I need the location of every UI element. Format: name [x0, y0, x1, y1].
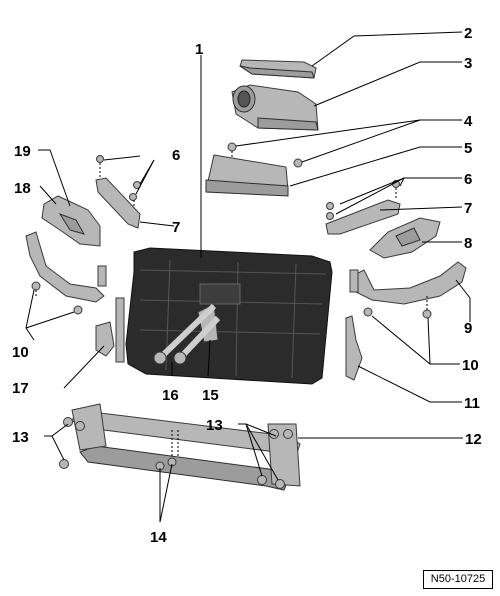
callout-7-right: 7 — [464, 200, 472, 217]
callout-5: 5 — [464, 140, 472, 157]
callout-16: 16 — [162, 387, 179, 404]
part-17-left-bracket — [95, 297, 125, 363]
part-9-right-lateral-guide — [349, 261, 467, 305]
callout-18: 18 — [14, 180, 31, 197]
callout-2: 2 — [464, 25, 472, 42]
part-4-screws — [227, 142, 303, 168]
part-13-screws — [59, 417, 293, 489]
callout-14: 14 — [150, 529, 167, 546]
figure-reference-number: N50-10725 — [423, 570, 493, 589]
callout-10-left: 10 — [12, 344, 29, 361]
callout-4: 4 — [464, 113, 473, 130]
part-11-right-bracket — [345, 315, 363, 381]
callout-10-right: 10 — [462, 357, 479, 374]
callout-3: 3 — [464, 55, 472, 72]
callout-15: 15 — [202, 387, 219, 404]
callout-17: 17 — [12, 380, 29, 397]
leader-lines — [25, 31, 471, 523]
part-3-air-intake-duct — [231, 84, 319, 131]
callout-labels: 1 2 3 4 5 6 6 7 7 8 9 10 10 11 12 13 13 … — [12, 25, 482, 546]
part-19-left-air-guide — [41, 195, 101, 247]
part-18-left-lateral-guide — [25, 231, 107, 303]
callout-13-left: 13 — [12, 429, 29, 446]
callout-6-left: 6 — [172, 147, 180, 164]
callout-1: 1 — [195, 41, 203, 58]
callout-19: 19 — [14, 143, 31, 160]
part-2-air-duct-cover — [239, 59, 317, 79]
callout-6-right: 6 — [464, 171, 472, 188]
part-7-left-bracket — [95, 177, 141, 229]
callout-9: 9 — [464, 320, 472, 337]
part-16-screws — [153, 303, 221, 365]
callout-11: 11 — [464, 395, 480, 412]
callout-7-left: 7 — [172, 219, 180, 236]
part-12-impact-member — [68, 403, 301, 491]
part-8-right-air-guide — [369, 217, 441, 259]
part-6-left-clips — [96, 155, 141, 220]
part-5-air-guide — [205, 154, 289, 197]
part-10-right-screws — [363, 296, 432, 319]
part-10-left-screws — [31, 281, 83, 315]
callout-13-right: 13 — [206, 417, 223, 434]
callout-12: 12 — [465, 431, 482, 448]
part-14-screws — [155, 430, 179, 471]
callout-8: 8 — [464, 235, 472, 252]
part-7-right-bracket — [325, 199, 401, 235]
